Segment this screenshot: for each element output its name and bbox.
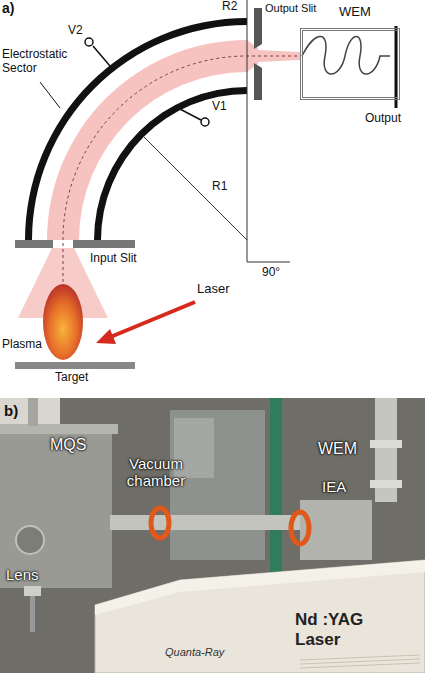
orange-clamp (291, 512, 309, 544)
brand-label: Quanta-Ray (165, 646, 224, 659)
photo-label: Vacuum chamber (116, 455, 196, 490)
wem-fitting (370, 480, 402, 488)
v2-terminal (85, 38, 93, 46)
part-label: Input Slit (90, 252, 137, 266)
photo-label: IEA (322, 478, 346, 495)
photo-corner-light (0, 398, 60, 428)
mqs-port (16, 526, 44, 554)
part-label: WEM (339, 5, 371, 20)
photo-label: MQS (50, 436, 86, 454)
green-pillar (270, 398, 282, 578)
input-slit-right (73, 240, 135, 248)
laser-unit: Nd :YAG LaserQuanta-Ray (95, 588, 425, 673)
part-label: Plasma (2, 338, 42, 352)
angle-line (247, 262, 290, 263)
laser-beam-arrow (108, 302, 195, 338)
wem-fitting (370, 440, 402, 448)
panel-letter: a) (2, 0, 14, 16)
lens-holder (24, 586, 41, 596)
orange-clamp (151, 508, 169, 538)
dimension-label: R2 (222, 0, 237, 14)
inner-electrode (94, 87, 247, 240)
output-slit-upper (254, 8, 262, 49)
photo-label: Nd :YAG Laser (295, 610, 407, 649)
v1-lead (178, 108, 201, 120)
laser-vents (300, 655, 420, 668)
panel-b-photo (0, 398, 425, 673)
mqs-chamber (0, 430, 112, 588)
photo-label: WEM (318, 440, 357, 458)
part-label: Electrostatic Sector (2, 48, 80, 76)
target-plate (15, 362, 135, 369)
r1-radius-line (143, 136, 247, 240)
mqs-flange (0, 424, 118, 434)
photo-label: Lens (6, 566, 39, 583)
sector-leader (40, 82, 60, 108)
v2-lead (93, 46, 110, 66)
plasma-plume (43, 284, 83, 360)
detector-box: WEM (300, 28, 400, 100)
dimension-label: R1 (212, 180, 227, 194)
input-slit-left (15, 240, 53, 248)
laser-top-face (95, 560, 425, 615)
output-slit-lower (254, 63, 262, 100)
part-label: Target (55, 371, 88, 385)
voltage-label: V1 (212, 100, 227, 114)
electron-multiplier-path (302, 37, 390, 75)
panel-letter: b) (4, 402, 18, 419)
part-label: Laser (197, 282, 230, 297)
part-label: Output Slit (265, 2, 316, 15)
laser-body (95, 560, 425, 673)
voltage-label: V2 (68, 24, 83, 38)
angle-label: 90° (262, 266, 280, 280)
part-label: Output (365, 112, 401, 126)
v1-terminal (201, 118, 209, 126)
laser-arrowhead (96, 329, 116, 344)
mqs-feedthrough (28, 398, 38, 426)
ion-beam (47, 40, 258, 240)
photo-background (0, 398, 425, 673)
radius-axis (247, 0, 248, 262)
lens-post (30, 592, 35, 632)
beam-axis (63, 56, 300, 300)
panel-a-schematic (15, 0, 396, 369)
